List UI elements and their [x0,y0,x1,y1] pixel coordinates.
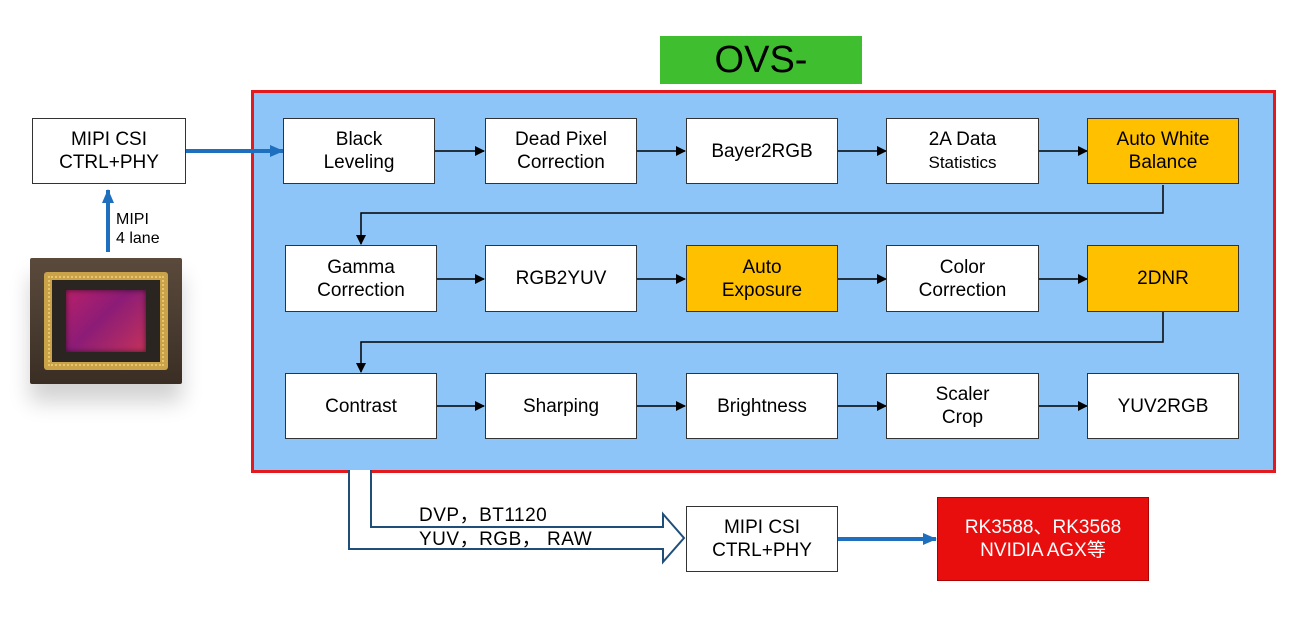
block-bayer2rgb: Bayer2RGB [686,118,838,184]
block-label-line2: Correction [517,152,605,173]
block-auto-exposure: Auto Exposure [686,245,838,312]
block-label-line1: Auto White [1116,129,1210,150]
block-label-line1: Brightness [717,395,807,417]
block-sharping: Sharping [485,373,637,439]
block-label-line1: Bayer2RGB [711,140,813,162]
output-mipi-line2: CTRL+PHY [712,540,812,561]
target-soc-box: RK3588、RK3568 NVIDIA AGX等 [937,497,1149,581]
block-label-line2: Statistics [928,153,997,172]
block-label-line1: Color [939,256,986,278]
block-dead-pixel-correction: Dead Pixel Correction [485,118,637,184]
block-color-correction: Color Correction [886,245,1039,312]
block-label-line1: RGB2YUV [515,268,607,289]
block-label-line1: Auto [742,256,782,278]
block-label-line1: YUV2RGB [1117,395,1209,417]
image-sensor-icon [30,258,182,384]
block-label-line1: 2A Data [928,129,997,150]
block-label-line2: Correction [317,279,405,301]
block-2a-data-statistics: 2A Data Statistics [886,118,1039,184]
block-label-line2: Correction [918,279,1007,301]
block-gamma-correction: Gamma Correction [285,245,437,312]
block-rgb2yuv: RGB2YUV [485,245,637,312]
input-mipi-box: MIPI CSI CTRL+PHY [32,118,186,184]
output-mipi-line1: MIPI CSI [723,517,800,538]
mipi-lane-line2: 4 lane [116,230,160,247]
arrow-row1-to-row2 [356,185,1164,245]
block-contrast: Contrast [285,373,437,439]
block-label-line2: Crop [941,407,984,428]
block-label-line1: Black [335,129,383,150]
block-label-line1: 2DNR [1137,268,1189,289]
block-label-line1: Scaler [935,384,990,405]
block-label-line2: Leveling [323,152,395,173]
block-label-line1: Dead Pixel [515,129,607,150]
block-label-line2: Balance [1128,152,1198,173]
block-label-line2: Exposure [721,279,803,301]
block-brightness: Brightness [686,373,838,439]
block-auto-white-balance: Auto White Balance [1087,118,1239,184]
block-black-leveling: Black Leveling [283,118,435,184]
block-2dnr: 2DNR [1087,245,1239,312]
block-scaler-crop: Scaler Crop [886,373,1039,439]
mipi-lane-line1: MIPI [116,211,149,228]
output-mipi-box: MIPI CSI CTRL+PHY [686,506,838,572]
block-label-line1: Gamma [327,256,395,278]
target-soc-line1: RK3588、RK3568 [964,517,1122,538]
output-hollow-arrow [348,470,686,565]
output-format-line2: YUV，RGB， RAW [419,529,593,550]
input-mipi-line1: MIPI CSI [70,129,147,150]
block-label-line1: Contrast [325,395,397,417]
arrow-row2-to-row3 [356,312,1164,373]
block-yuv2rgb: YUV2RGB [1087,373,1239,439]
target-soc-line2: NVIDIA AGX等 [980,540,1106,561]
mipi-lane-label: MIPI 4 lane [116,210,160,248]
output-format-line1: DVP，BT1120 [419,505,548,526]
input-mipi-line2: CTRL+PHY [59,152,159,173]
block-label-line1: Sharping [522,395,600,417]
